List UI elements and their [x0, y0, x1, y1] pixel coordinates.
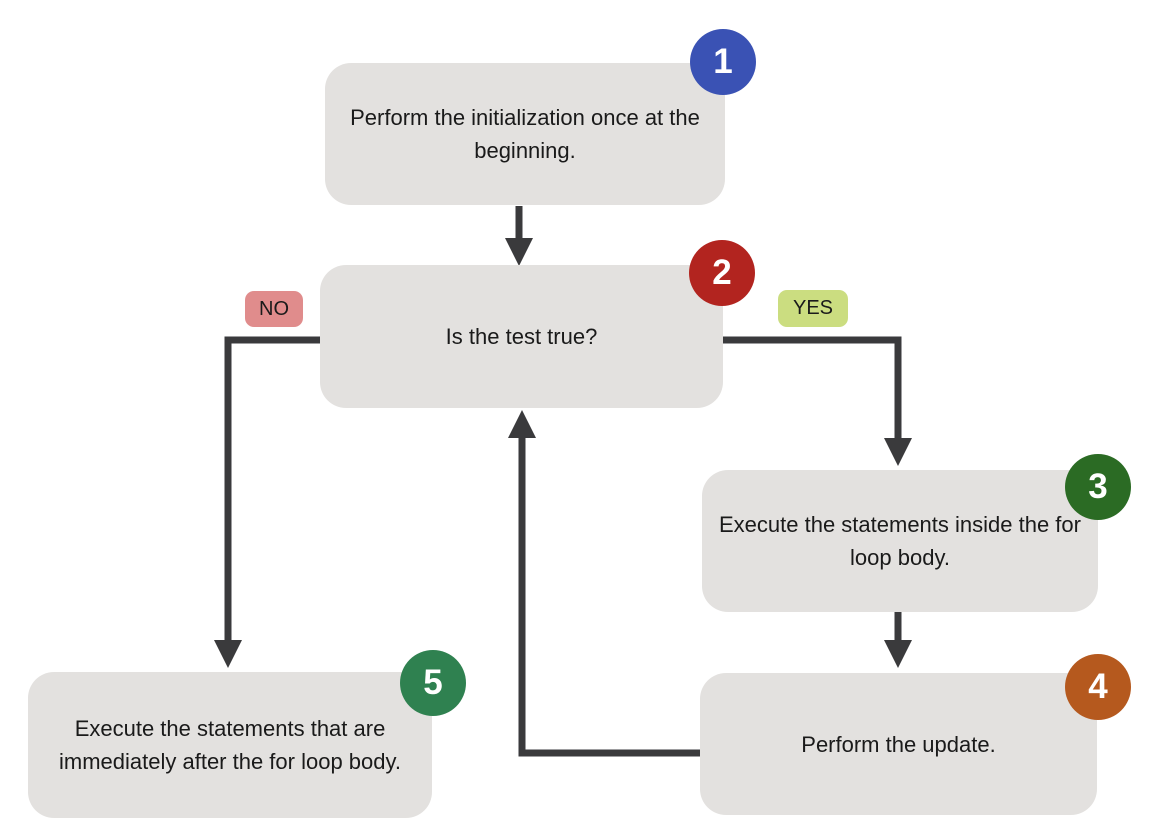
step-number-badge-5: 5 [400, 650, 466, 716]
step-after-loop-box: Execute the statements that are immediat… [28, 672, 432, 818]
step-test-text: Is the test true? [445, 324, 598, 349]
branch-label-no: NO [245, 291, 303, 327]
step-number-badge-4: 4 [1065, 654, 1131, 720]
arrow-update-back-to-test [508, 410, 700, 757]
arrow-no-to-after-loop [214, 336, 320, 668]
branch-label-yes: YES [778, 290, 848, 327]
step-initialization-box: Perform the initialization once at the b… [325, 63, 725, 205]
step-number-badge-2: 2 [689, 240, 755, 306]
step-update-box: Perform the update. [700, 673, 1097, 815]
step-initialization-text: Perform the initialization once at the b… [350, 105, 700, 163]
step-after-loop-text: Execute the statements that are immediat… [59, 716, 401, 774]
step-loop-body-box: Execute the statements inside the for lo… [702, 470, 1098, 612]
step-number-badge-1: 1 [690, 29, 756, 95]
step-number-badge-3: 3 [1065, 454, 1131, 520]
step-loop-body-text: Execute the statements inside the for lo… [719, 512, 1081, 570]
arrow-yes-to-body [723, 336, 912, 466]
step-update-text: Perform the update. [801, 731, 996, 757]
step-test-box: Is the test true? [320, 265, 723, 408]
